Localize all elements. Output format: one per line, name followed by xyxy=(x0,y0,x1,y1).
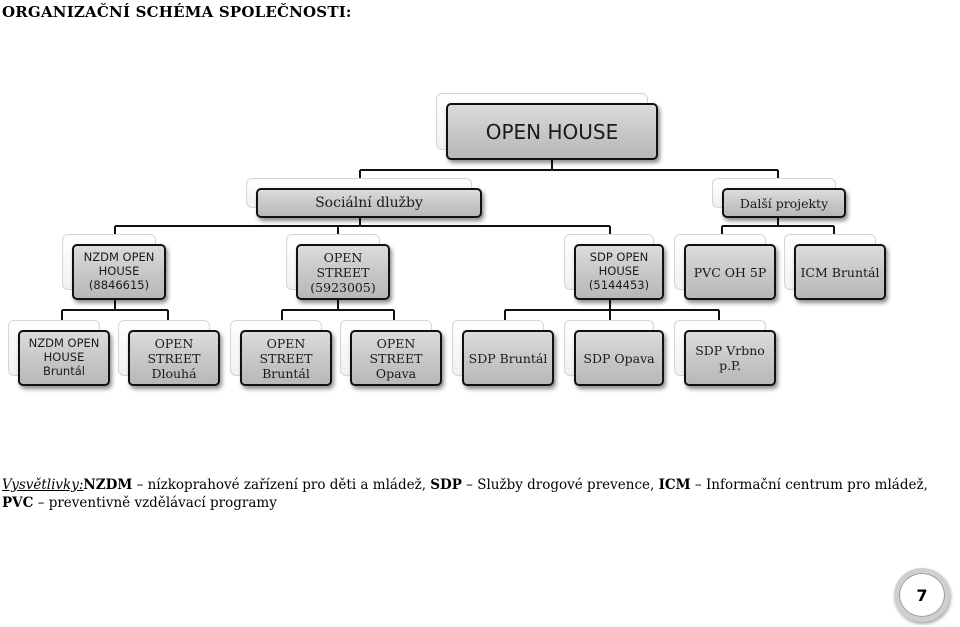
node-sdp-vrbno: SDP Vrbno p.P. xyxy=(674,320,776,386)
node-sdp-bruntal: SDP Bruntál xyxy=(452,320,554,386)
legend-term-nzdm: NZDM xyxy=(83,477,133,493)
legend-desc-icm: – Informační centrum pro mládež, xyxy=(690,477,928,493)
connector-nzdm-level3 xyxy=(61,300,169,330)
legend-desc-pvc: – preventivně vzdělávací programy xyxy=(33,495,277,511)
legend-desc-sdp: – Služby drogové prevence, xyxy=(461,477,659,493)
page-title: ORGANIZAČNÍ SCHÉMA SPOLEČNOSTI: xyxy=(2,3,352,21)
legend-term-icm: ICM xyxy=(658,477,691,493)
node-sdp-open-house: SDP OPEN HOUSE (5144453) xyxy=(564,234,664,300)
node-open-street-opava: OPEN STREET Opava xyxy=(340,320,442,386)
legend-term-pvc: PVC xyxy=(2,495,34,511)
node-open-street-bruntal: OPEN STREET Bruntál xyxy=(230,320,332,386)
node-sdp-opava: SDP Opava xyxy=(564,320,664,386)
legend-term-sdp: SDP xyxy=(430,477,462,493)
page-number-badge: 7 xyxy=(894,568,950,622)
connector-street-level3 xyxy=(281,300,395,330)
connector-other-level2 xyxy=(721,218,835,244)
node-dalsi-projekty: Další projekty xyxy=(712,178,846,218)
node-open-street: OPEN STREET (5923005) xyxy=(286,234,390,300)
legend: Vysvětlivky:NZDM – nízkoprahové zařízení… xyxy=(2,476,952,512)
node-socialni-sluzby: Sociální dlužby xyxy=(246,178,482,218)
legend-desc-nzdm: – nízkoprahové zařízení pro děti a mláde… xyxy=(132,477,431,493)
legend-lead: Vysvětlivky: xyxy=(2,477,84,493)
node-icm-bruntal: ICM Bruntál xyxy=(784,234,886,300)
node-pvc-oh-5p: PVC OH 5P xyxy=(674,234,776,300)
node-open-house: OPEN HOUSE xyxy=(436,93,658,160)
connector-root-level1 xyxy=(359,160,779,188)
node-nzdm-open-house-bruntal: NZDM OPEN HOUSE Bruntál xyxy=(8,320,110,386)
node-open-street-dlouha: OPEN STREET Dlouhá xyxy=(118,320,220,386)
page-number: 7 xyxy=(916,585,928,605)
node-nzdm-open-house: NZDM OPEN HOUSE (8846615) xyxy=(62,234,166,300)
